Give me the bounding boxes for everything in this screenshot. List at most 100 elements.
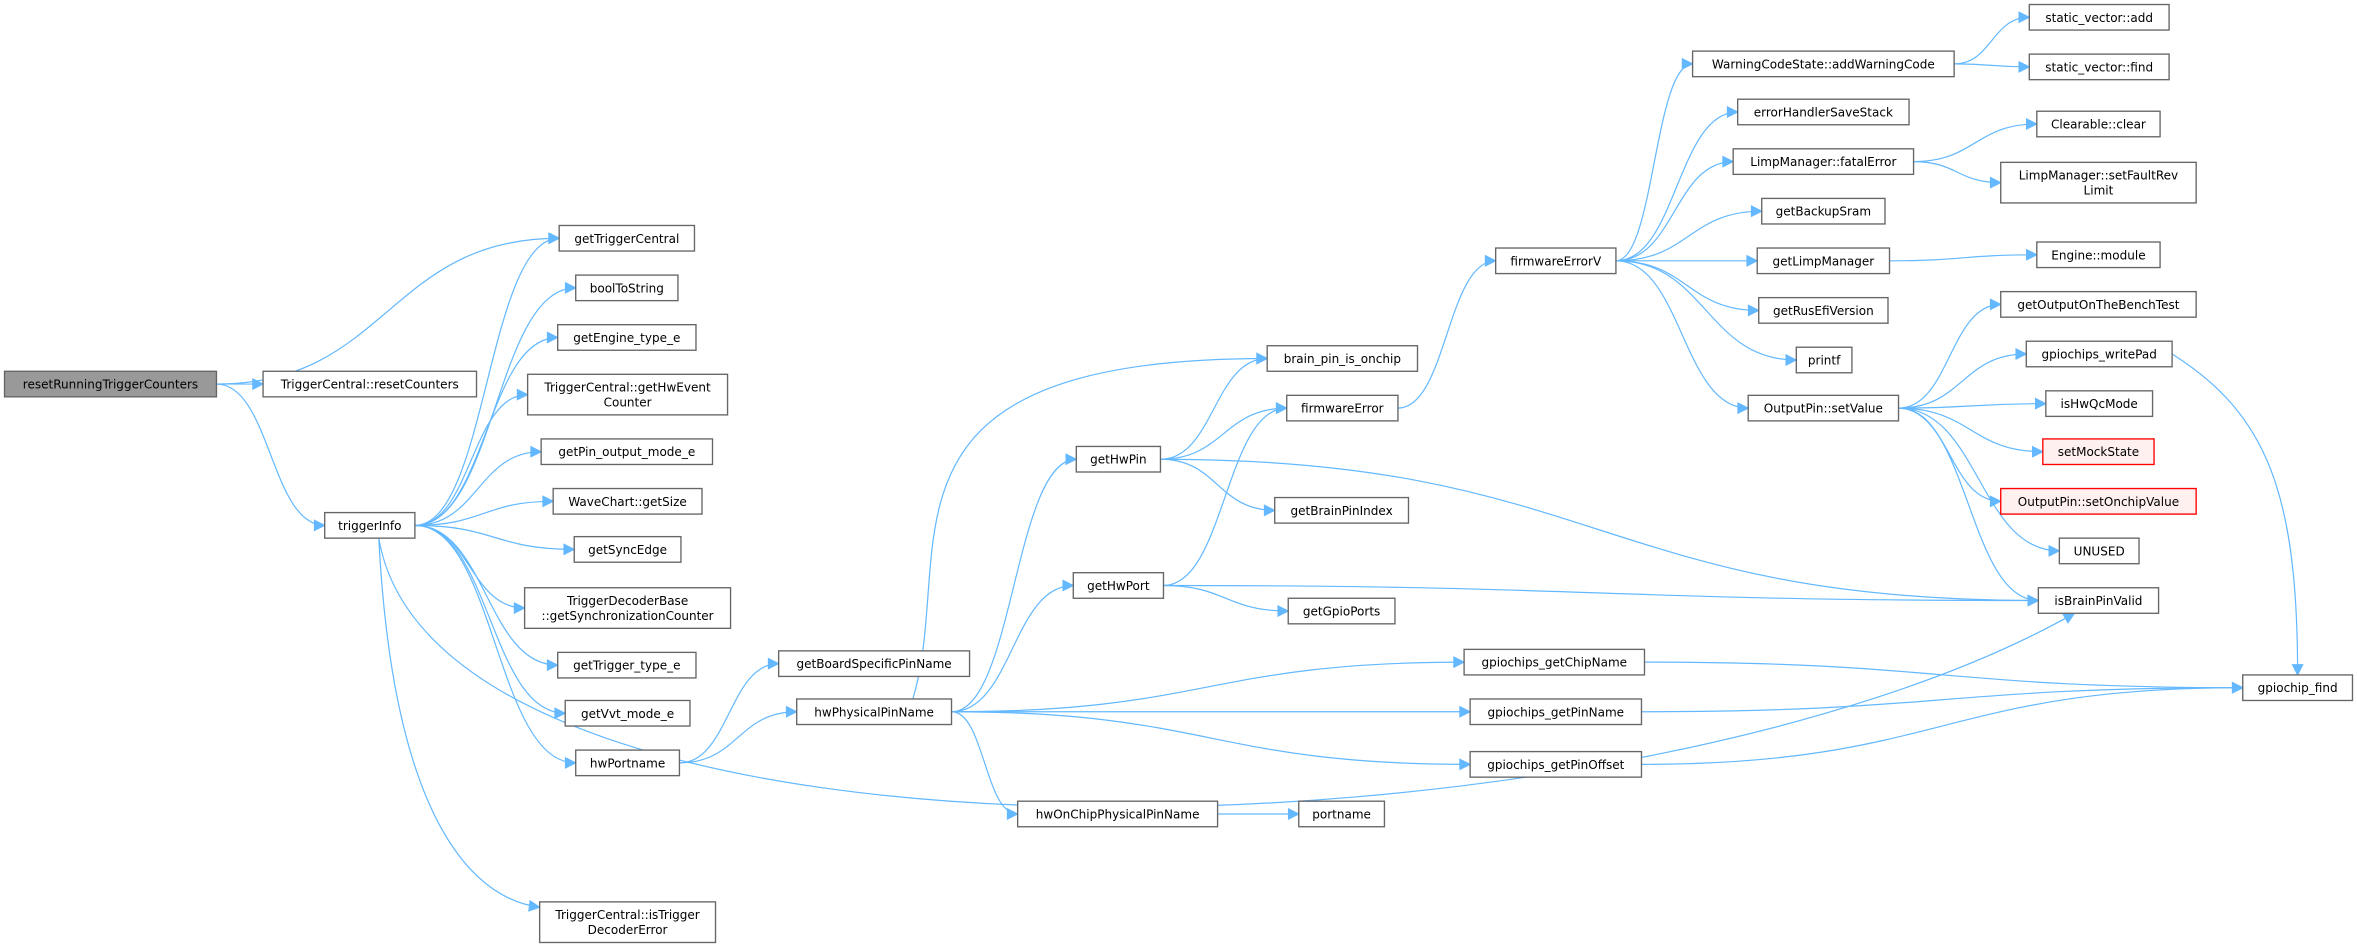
node-box (538, 901, 717, 944)
node-triggerInfo[interactable]: triggerInfo (324, 511, 416, 539)
node-box (777, 650, 971, 678)
node-fatalError[interactable]: LimpManager::fatalError (1732, 148, 1915, 176)
node-getTrigger_type_e[interactable]: getTrigger_type_e (557, 651, 697, 679)
node-label: getEngine_type_e (573, 331, 680, 345)
node-boolToString[interactable]: boolToString (575, 274, 679, 302)
node-label: firmwareErrorV (1510, 254, 1602, 268)
node-label: TriggerCentral::resetCounters (280, 378, 459, 392)
node-printf[interactable]: printf (1795, 346, 1853, 374)
node-box (1494, 247, 1617, 275)
node-getVvt_mode_e[interactable]: getVvt_mode_e (564, 699, 691, 727)
node-resetRunningTriggerCounters[interactable]: resetRunningTriggerCounters (3, 370, 218, 398)
node-getLimpManager[interactable]: getLimpManager (1756, 247, 1891, 275)
node-brain_pin_is_onchip[interactable]: brain_pin_is_onchip (1266, 345, 1419, 372)
node-setOnchipValue[interactable]: OutputPin::setOnchipValue (2000, 487, 2197, 515)
edge-firmwareErrorV-to-getRusEfiVersion (1615, 260, 1760, 317)
node-firmwareError[interactable]: firmwareError (1286, 394, 1399, 422)
node-hwPortname[interactable]: hwPortname (575, 749, 681, 777)
node-UNUSED[interactable]: UNUSED (2058, 537, 2140, 565)
edges-layer (216, 11, 2304, 912)
node-label: setMockState (2058, 445, 2139, 459)
node-label: getOutputOnTheBenchTest (2017, 298, 2179, 312)
node-label: gpiochips_getChipName (1482, 656, 1628, 670)
node-box (1761, 197, 1886, 225)
node-static_vector_add[interactable]: static_vector::add (2028, 3, 2170, 31)
node-getEngine_type_e[interactable]: getEngine_type_e (557, 324, 697, 351)
node-getTriggerCentral[interactable]: getTriggerCentral (558, 224, 696, 252)
node-hwOnChipPhysicalPinName[interactable]: hwOnChipPhysicalPinName (1016, 800, 1219, 828)
node-box (2025, 340, 2173, 368)
node-label: TriggerCentral::getHwEvent (543, 381, 711, 395)
node-hwPhysicalPinName[interactable]: hwPhysicalPinName (796, 698, 953, 726)
node-getHwPort[interactable]: getHwPort (1072, 572, 1165, 599)
node-Clearable_clear[interactable]: Clearable::clear (2036, 110, 2161, 138)
node-label: boolToString (590, 281, 664, 295)
node-box (573, 535, 682, 563)
node-portname[interactable]: portname (1298, 800, 1386, 828)
node-box (796, 698, 953, 726)
node-isBrainPinValid[interactable]: isBrainPinValid (2037, 587, 2160, 614)
node-gpiochips_getChipName[interactable]: gpiochips_getChipName (1463, 648, 1646, 676)
node-gpiochip_find[interactable]: gpiochip_find (2242, 674, 2354, 702)
node-box (1072, 572, 1165, 599)
node-box (2000, 487, 2197, 515)
node-getOutputOnTheBenchTest[interactable]: getOutputOnTheBenchTest (2000, 290, 2197, 318)
node-label: DecoderError (588, 923, 668, 937)
node-label: getBoardSpecificPinName (797, 657, 952, 671)
node-box (523, 587, 732, 630)
node-getBackupSram[interactable]: getBackupSram (1761, 197, 1886, 225)
node-getPin_output_mode_e[interactable]: getPin_output_mode_e (540, 438, 714, 466)
edge-triggerInfo-to-getSynchronizationCounter (414, 524, 526, 615)
node-getRusEfiVersion[interactable]: getRusEfiVersion (1758, 296, 1889, 324)
edge-setValue-to-isHwQcMode (1898, 397, 2048, 410)
node-label: static_vector::find (2045, 60, 2153, 74)
node-getBrainPinIndex[interactable]: getBrainPinIndex (1274, 496, 1410, 524)
edge-getHwPin-to-firmwareError (1160, 402, 1288, 460)
node-box (557, 651, 697, 679)
edge-hwPhysicalPinName-to-gpiochips_getChipName (951, 656, 1466, 713)
node-label: portname (1312, 807, 1371, 821)
node-gpiochips_getPinName[interactable]: gpiochips_getPinName (1469, 698, 1643, 726)
edge-fatalError-to-Clearable_clear (1913, 118, 2039, 163)
edge-gpiochips_getPinName-to-gpiochip_find (1641, 681, 2244, 713)
node-getGpioPorts[interactable]: getGpioPorts (1287, 597, 1396, 625)
edge-hwPhysicalPinName-to-brain_pin_is_onchip (912, 352, 1269, 700)
node-box (2000, 161, 2197, 204)
edge-triggerInfo-to-getTriggerCentral (414, 232, 561, 526)
node-Engine_module[interactable]: Engine::module (2036, 241, 2161, 269)
node-box (2042, 438, 2155, 466)
node-getBoardSpecificPinName[interactable]: getBoardSpecificPinName (777, 650, 971, 678)
edge-hwPortname-to-getBoardSpecificPinName (679, 657, 780, 764)
node-getHwPin[interactable]: getHwPin (1075, 445, 1162, 473)
node-static_vector_find[interactable]: static_vector::find (2028, 53, 2170, 81)
edge-addWarningCode-to-static_vector_find (1954, 60, 2031, 73)
node-getSyncEdge[interactable]: getSyncEdge (573, 535, 682, 563)
node-firmwareErrorV[interactable]: firmwareErrorV (1494, 247, 1617, 275)
node-box (1274, 496, 1410, 524)
node-getSynchronizationCounter[interactable]: TriggerDecoderBase::getSynchronizationCo… (523, 587, 732, 630)
node-box (558, 224, 696, 252)
node-errorHandlerSaveStack[interactable]: errorHandlerSaveStack (1737, 98, 1910, 126)
node-gpiochips_writePad[interactable]: gpiochips_writePad (2025, 340, 2173, 368)
node-WaveChart_getSize[interactable]: WaveChart::getSize (552, 487, 703, 515)
node-box (2028, 53, 2170, 81)
node-setMockState[interactable]: setMockState (2042, 438, 2155, 466)
node-box (552, 487, 703, 515)
node-label: firmwareError (1301, 402, 1384, 416)
node-box (2242, 674, 2354, 702)
edge-gpiochips_getChipName-to-gpiochip_find (1644, 661, 2244, 694)
node-addWarningCode[interactable]: WarningCodeState::addWarningCode (1691, 50, 1955, 78)
node-TriggerCentral_resetCounters[interactable]: TriggerCentral::resetCounters (262, 370, 478, 398)
node-gpiochips_getPinOffset[interactable]: gpiochips_getPinOffset (1469, 750, 1643, 778)
node-setValue[interactable]: OutputPin::setValue (1747, 394, 1900, 422)
node-box (540, 438, 714, 466)
edge-triggerInfo-to-isTriggerDecoderError (378, 538, 541, 912)
node-box (1758, 296, 1889, 324)
node-label: getRusEfiVersion (1773, 304, 1874, 318)
node-isHwQcMode[interactable]: isHwQcMode (2045, 390, 2154, 418)
